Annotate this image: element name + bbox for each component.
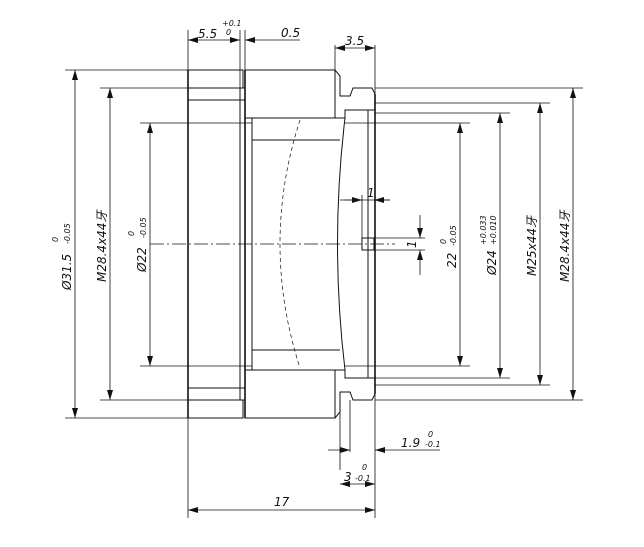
top-right-dim-value: 3.5 xyxy=(345,34,364,48)
top-dimensions xyxy=(187,30,376,94)
step-2-tol-upper: 0 xyxy=(362,463,367,472)
outer-dia-tol-upper: 0 xyxy=(51,237,60,242)
left-bore-value: Ø22 xyxy=(135,247,149,273)
top-left-dim-tol-upper: +0.1 xyxy=(222,19,241,28)
right-thread-small-label: M25x44牙 xyxy=(525,214,539,276)
outer-dia-tol-lower: -0.05 xyxy=(63,223,72,244)
left-bore-tol-lower: -0.05 xyxy=(139,217,148,238)
left-dimensions xyxy=(65,69,252,419)
slot-feature xyxy=(340,195,425,275)
right-bore-value: 22 xyxy=(445,253,459,268)
step-2-value: 3 xyxy=(344,470,352,484)
left-bore-tol-upper: 0 xyxy=(127,231,136,236)
step-1-tol-lower: -0.1 xyxy=(425,440,441,449)
left-thread-label: M28.4x44牙 xyxy=(95,209,109,282)
total-length-value: 17 xyxy=(274,495,290,509)
outer-dia-value: Ø31.5 xyxy=(60,254,74,291)
top-left-dim-value: 5.5 xyxy=(198,27,217,41)
bottom-dimensions xyxy=(187,394,440,518)
step-1-value: 1.9 xyxy=(401,436,420,450)
right-thread-large-label: M28.4x44牙 xyxy=(558,209,572,282)
lens-element xyxy=(251,117,346,371)
right-dimensions xyxy=(345,87,583,401)
seat-dia-tol-upper: +0.033 xyxy=(479,215,488,245)
top-left-dim-tol-lower: 0 xyxy=(226,28,231,37)
step-2-tol-lower: -0.1 xyxy=(355,474,371,483)
top-gap-dim-value: 0.5 xyxy=(281,26,300,40)
seat-dia-tol-lower: +0.010 xyxy=(489,215,498,245)
right-bore-tol-upper: 0 xyxy=(439,239,448,244)
slot-depth-label: 1 xyxy=(405,240,419,248)
step-1-tol-upper: 0 xyxy=(428,430,433,439)
seat-dia-value: Ø24 xyxy=(485,250,499,276)
slot-width-label: 1 xyxy=(367,186,375,200)
right-bore-tol-lower: -0.05 xyxy=(449,225,458,246)
